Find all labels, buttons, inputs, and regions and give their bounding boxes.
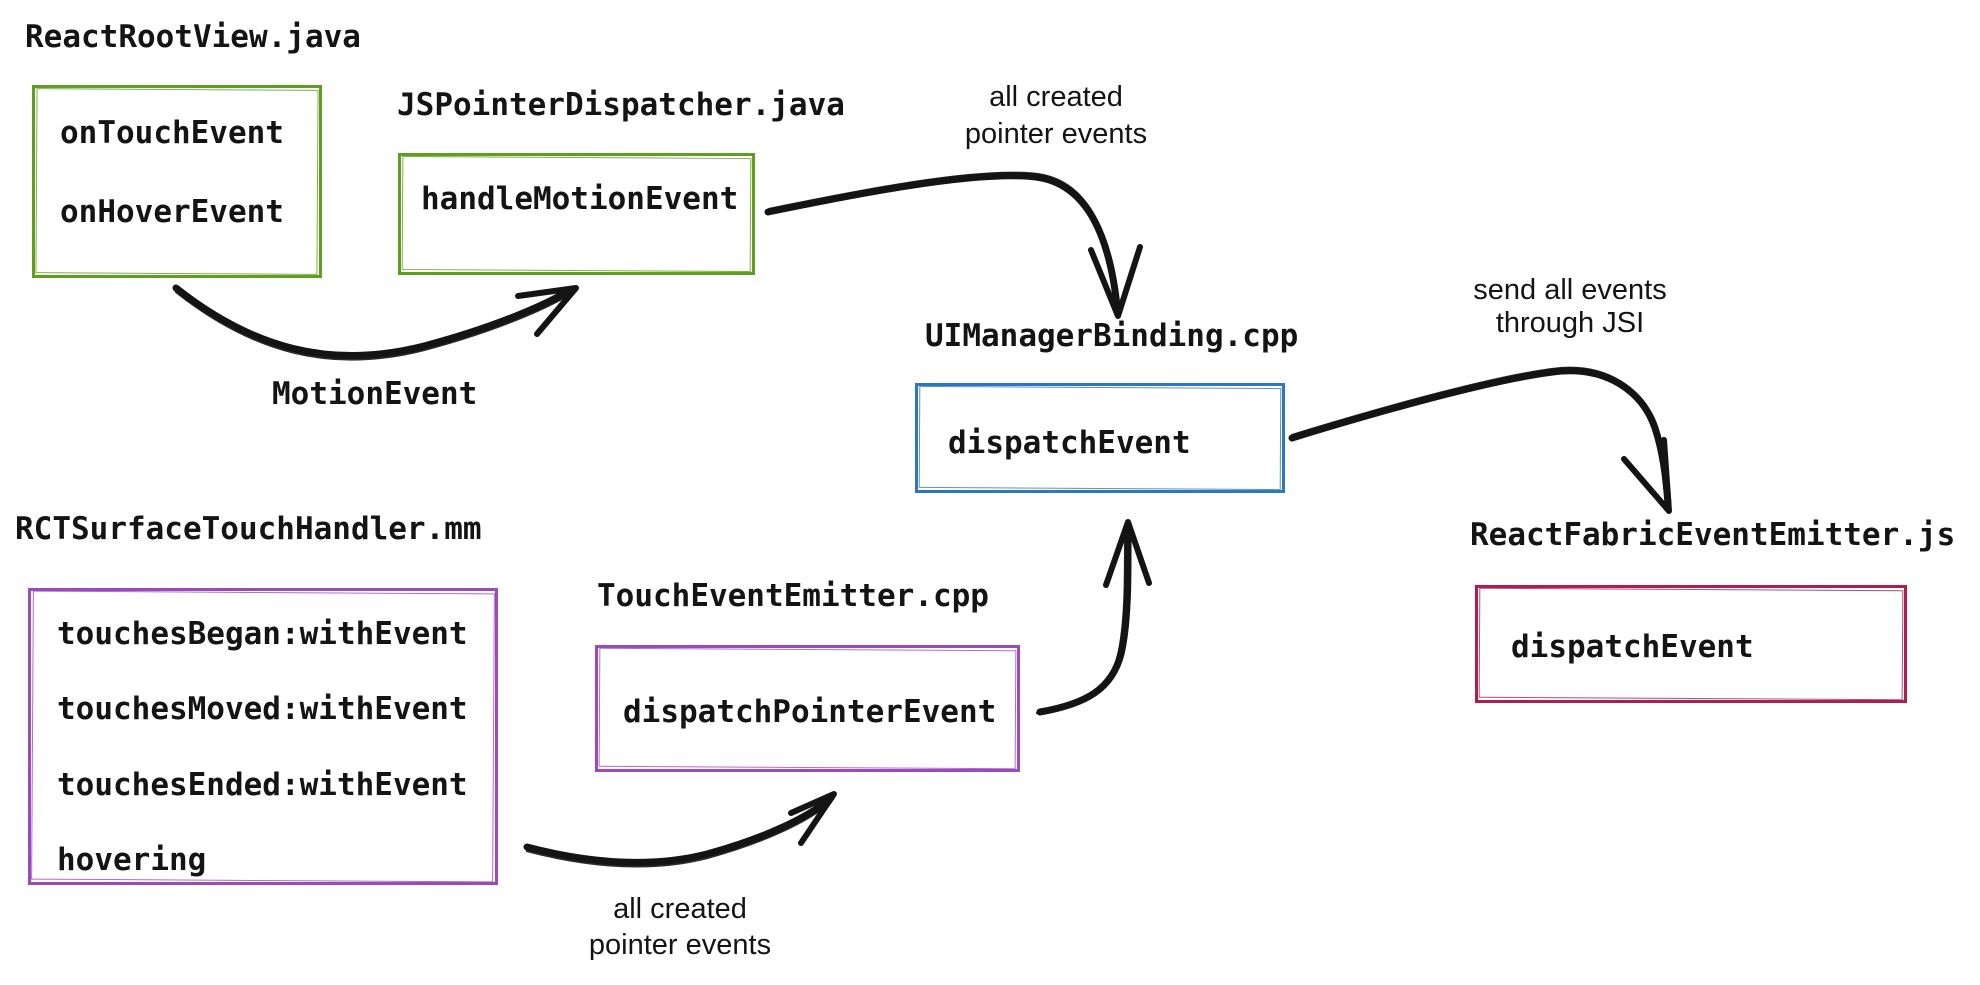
file-label-react-root-view: ReactRootView.java <box>25 19 361 55</box>
arrow-motion-event <box>172 284 579 361</box>
box-rct-surface-touch-handler: touchesBegan:withEvent touchesMoved:with… <box>28 588 498 885</box>
edge-label-line: all created <box>613 893 747 925</box>
file-label-ui-manager-binding: UIManagerBinding.cpp <box>925 318 1299 354</box>
method-label: onTouchEvent <box>60 115 284 151</box>
box-ui-manager-binding: dispatchEvent <box>915 383 1285 493</box>
box-react-root-view: onTouchEvent onHoverEvent <box>32 85 322 278</box>
box-touch-event-emitter: dispatchPointerEvent <box>595 645 1020 772</box>
method-label: dispatchEvent <box>1511 629 1754 665</box>
arrow-send-through-jsi <box>1288 366 1672 514</box>
method-label: touchesEnded:withEvent <box>57 767 468 803</box>
box-react-fabric-event-emitter: dispatchEvent <box>1475 585 1907 703</box>
edge-label-line: all created <box>989 81 1123 113</box>
method-label: dispatchPointerEvent <box>623 694 997 730</box>
arrow-dispatch-pointer-to-binding <box>1035 519 1152 716</box>
edge-label-send-through-jsi: send all events through JSI <box>1420 274 1720 340</box>
edge-label-all-created-bottom: all created pointer events <box>530 891 830 963</box>
edge-label-all-created-top: all created pointer events <box>906 79 1206 153</box>
file-label-js-pointer-dispatcher: JSPointerDispatcher.java <box>397 87 845 123</box>
method-label: onHoverEvent <box>60 194 284 230</box>
arrow-all-created-top <box>764 171 1143 319</box>
edge-label-line: pointer events <box>964 118 1148 150</box>
file-label-touch-event-emitter: TouchEventEmitter.cpp <box>597 578 989 614</box>
method-label: handleMotionEvent <box>421 181 739 217</box>
method-label: hovering <box>57 842 207 878</box>
edge-label-line: pointer events <box>588 929 772 961</box>
arrow-all-created-bottom <box>523 791 837 868</box>
edge-label-line: through JSI <box>1495 307 1645 339</box>
file-label-rct-surface-touch-handler: RCTSurfaceTouchHandler.mm <box>15 511 482 547</box>
edge-label-line: MotionEvent <box>272 376 478 412</box>
edge-label-motion-event: MotionEvent <box>272 379 477 410</box>
method-label: touchesBegan:withEvent <box>57 616 468 652</box>
file-label-react-fabric-event-emitter: ReactFabricEventEmitter.js <box>1470 517 1956 553</box>
box-js-pointer-dispatcher: handleMotionEvent <box>398 153 755 275</box>
method-label: dispatchEvent <box>948 425 1191 461</box>
edge-label-line: send all events <box>1473 274 1667 306</box>
method-label: touchesMoved:withEvent <box>57 691 468 727</box>
